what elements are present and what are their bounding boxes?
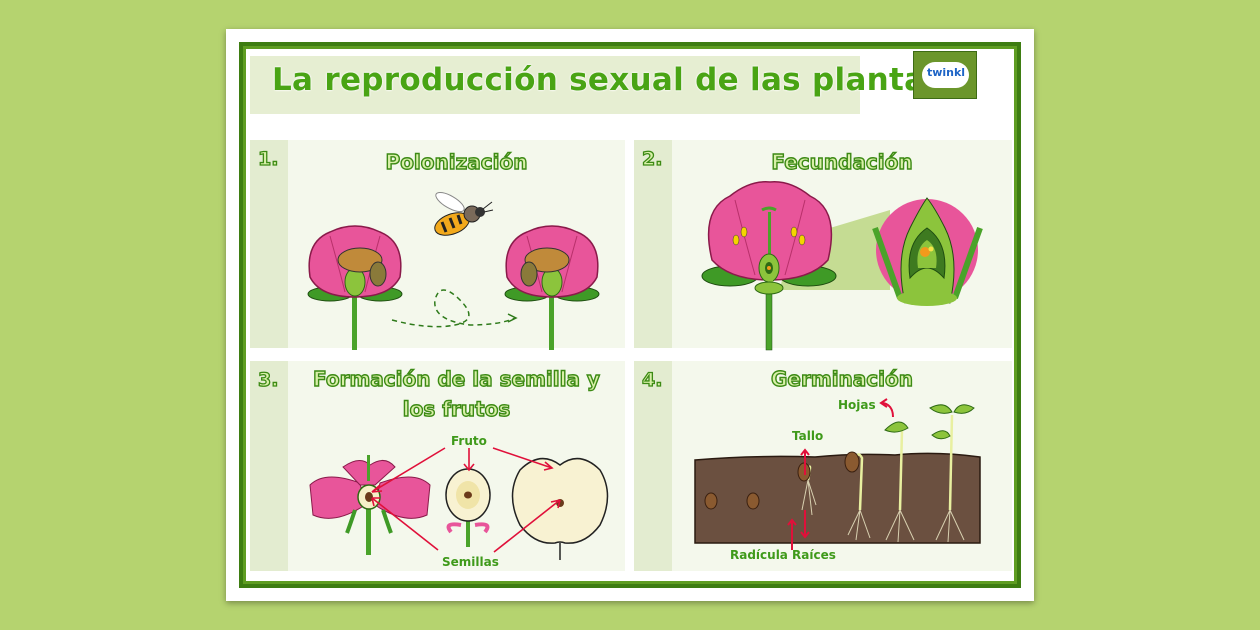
label-arrows: [787, 398, 894, 550]
flying-bee-icon: [434, 191, 494, 236]
logo-text: twinkl: [926, 66, 966, 79]
step-number: 3.: [257, 368, 279, 391]
panel-title: Polonización: [385, 149, 528, 174]
ovary-magnified-icon: [872, 197, 983, 306]
step-number: 1.: [257, 147, 279, 170]
poster-title: La reproducción sexual de las plantas: [272, 62, 945, 98]
stem-label: Tallo: [792, 429, 824, 443]
panel-title: Fecundación: [771, 149, 914, 174]
seedling-icon: [797, 404, 975, 543]
panel-title-line2: los frutos: [402, 396, 511, 421]
number-column: [250, 361, 288, 571]
roots-label: Raíces: [792, 548, 836, 562]
leaves-label: Hojas: [838, 398, 876, 412]
number-column: [634, 361, 672, 571]
soil-icon: [694, 452, 981, 544]
step-number: 4.: [641, 368, 663, 391]
panel-title: Germinación: [770, 366, 913, 391]
dashed-flight-path-icon: [391, 289, 518, 328]
panel-title-line1: Formación de la semilla y: [312, 366, 600, 391]
twinkl-logo: twinkl: [913, 51, 977, 99]
flower-with-bee-icon: [504, 225, 600, 350]
step-number: 2.: [641, 147, 663, 170]
title-band: [250, 56, 860, 114]
cloud-icon: [922, 62, 969, 88]
seeds-label: Semillas: [442, 555, 499, 569]
flower-with-bee-icon: [307, 225, 403, 350]
flower-cross-section-icon: [701, 181, 890, 351]
fruit-seed-arrows: [371, 447, 561, 553]
number-column: [634, 140, 672, 348]
number-column: [250, 140, 288, 348]
flower-ovary-icon: [309, 455, 431, 555]
radicle-label: Radícula: [730, 548, 788, 562]
fruit-label: Fruto: [451, 434, 487, 448]
